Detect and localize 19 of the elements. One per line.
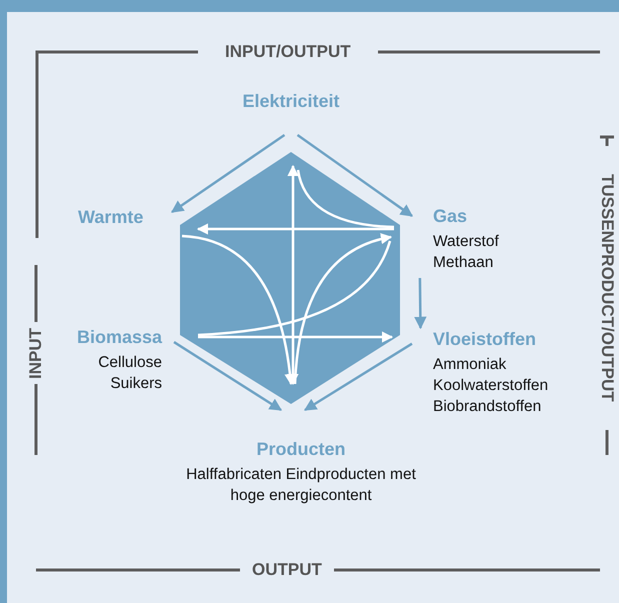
item-list: Halffabricaten Eindproducten met hoge energiecontent (176, 464, 426, 506)
frame-label: TUSSENPRODUCT/OUTPUT (597, 174, 617, 402)
category-heading: Warmte (78, 206, 144, 228)
item-list: Waterstof Methaan (433, 231, 525, 273)
arrow (296, 134, 414, 217)
arrow (414, 278, 427, 330)
frame-label: OUTPUT (252, 560, 322, 580)
frame-label: INPUT/OUTPUT (225, 42, 351, 62)
arrow (304, 342, 413, 412)
category-heading: Vloeistoffen (433, 328, 538, 350)
category-heading: Elektriciteit (241, 90, 341, 112)
category-heading: Biomassa (76, 326, 162, 348)
category-heading: Producten (255, 438, 346, 460)
arrow (173, 341, 282, 412)
item-list: Ammoniak Koolwaterstoffen Biobrandstoffen (433, 354, 582, 417)
frame-label: INPUT (26, 328, 46, 378)
category-heading: Gas (433, 205, 468, 227)
item-list: Cellulose Suikers (56, 352, 162, 394)
arrow (170, 134, 286, 214)
